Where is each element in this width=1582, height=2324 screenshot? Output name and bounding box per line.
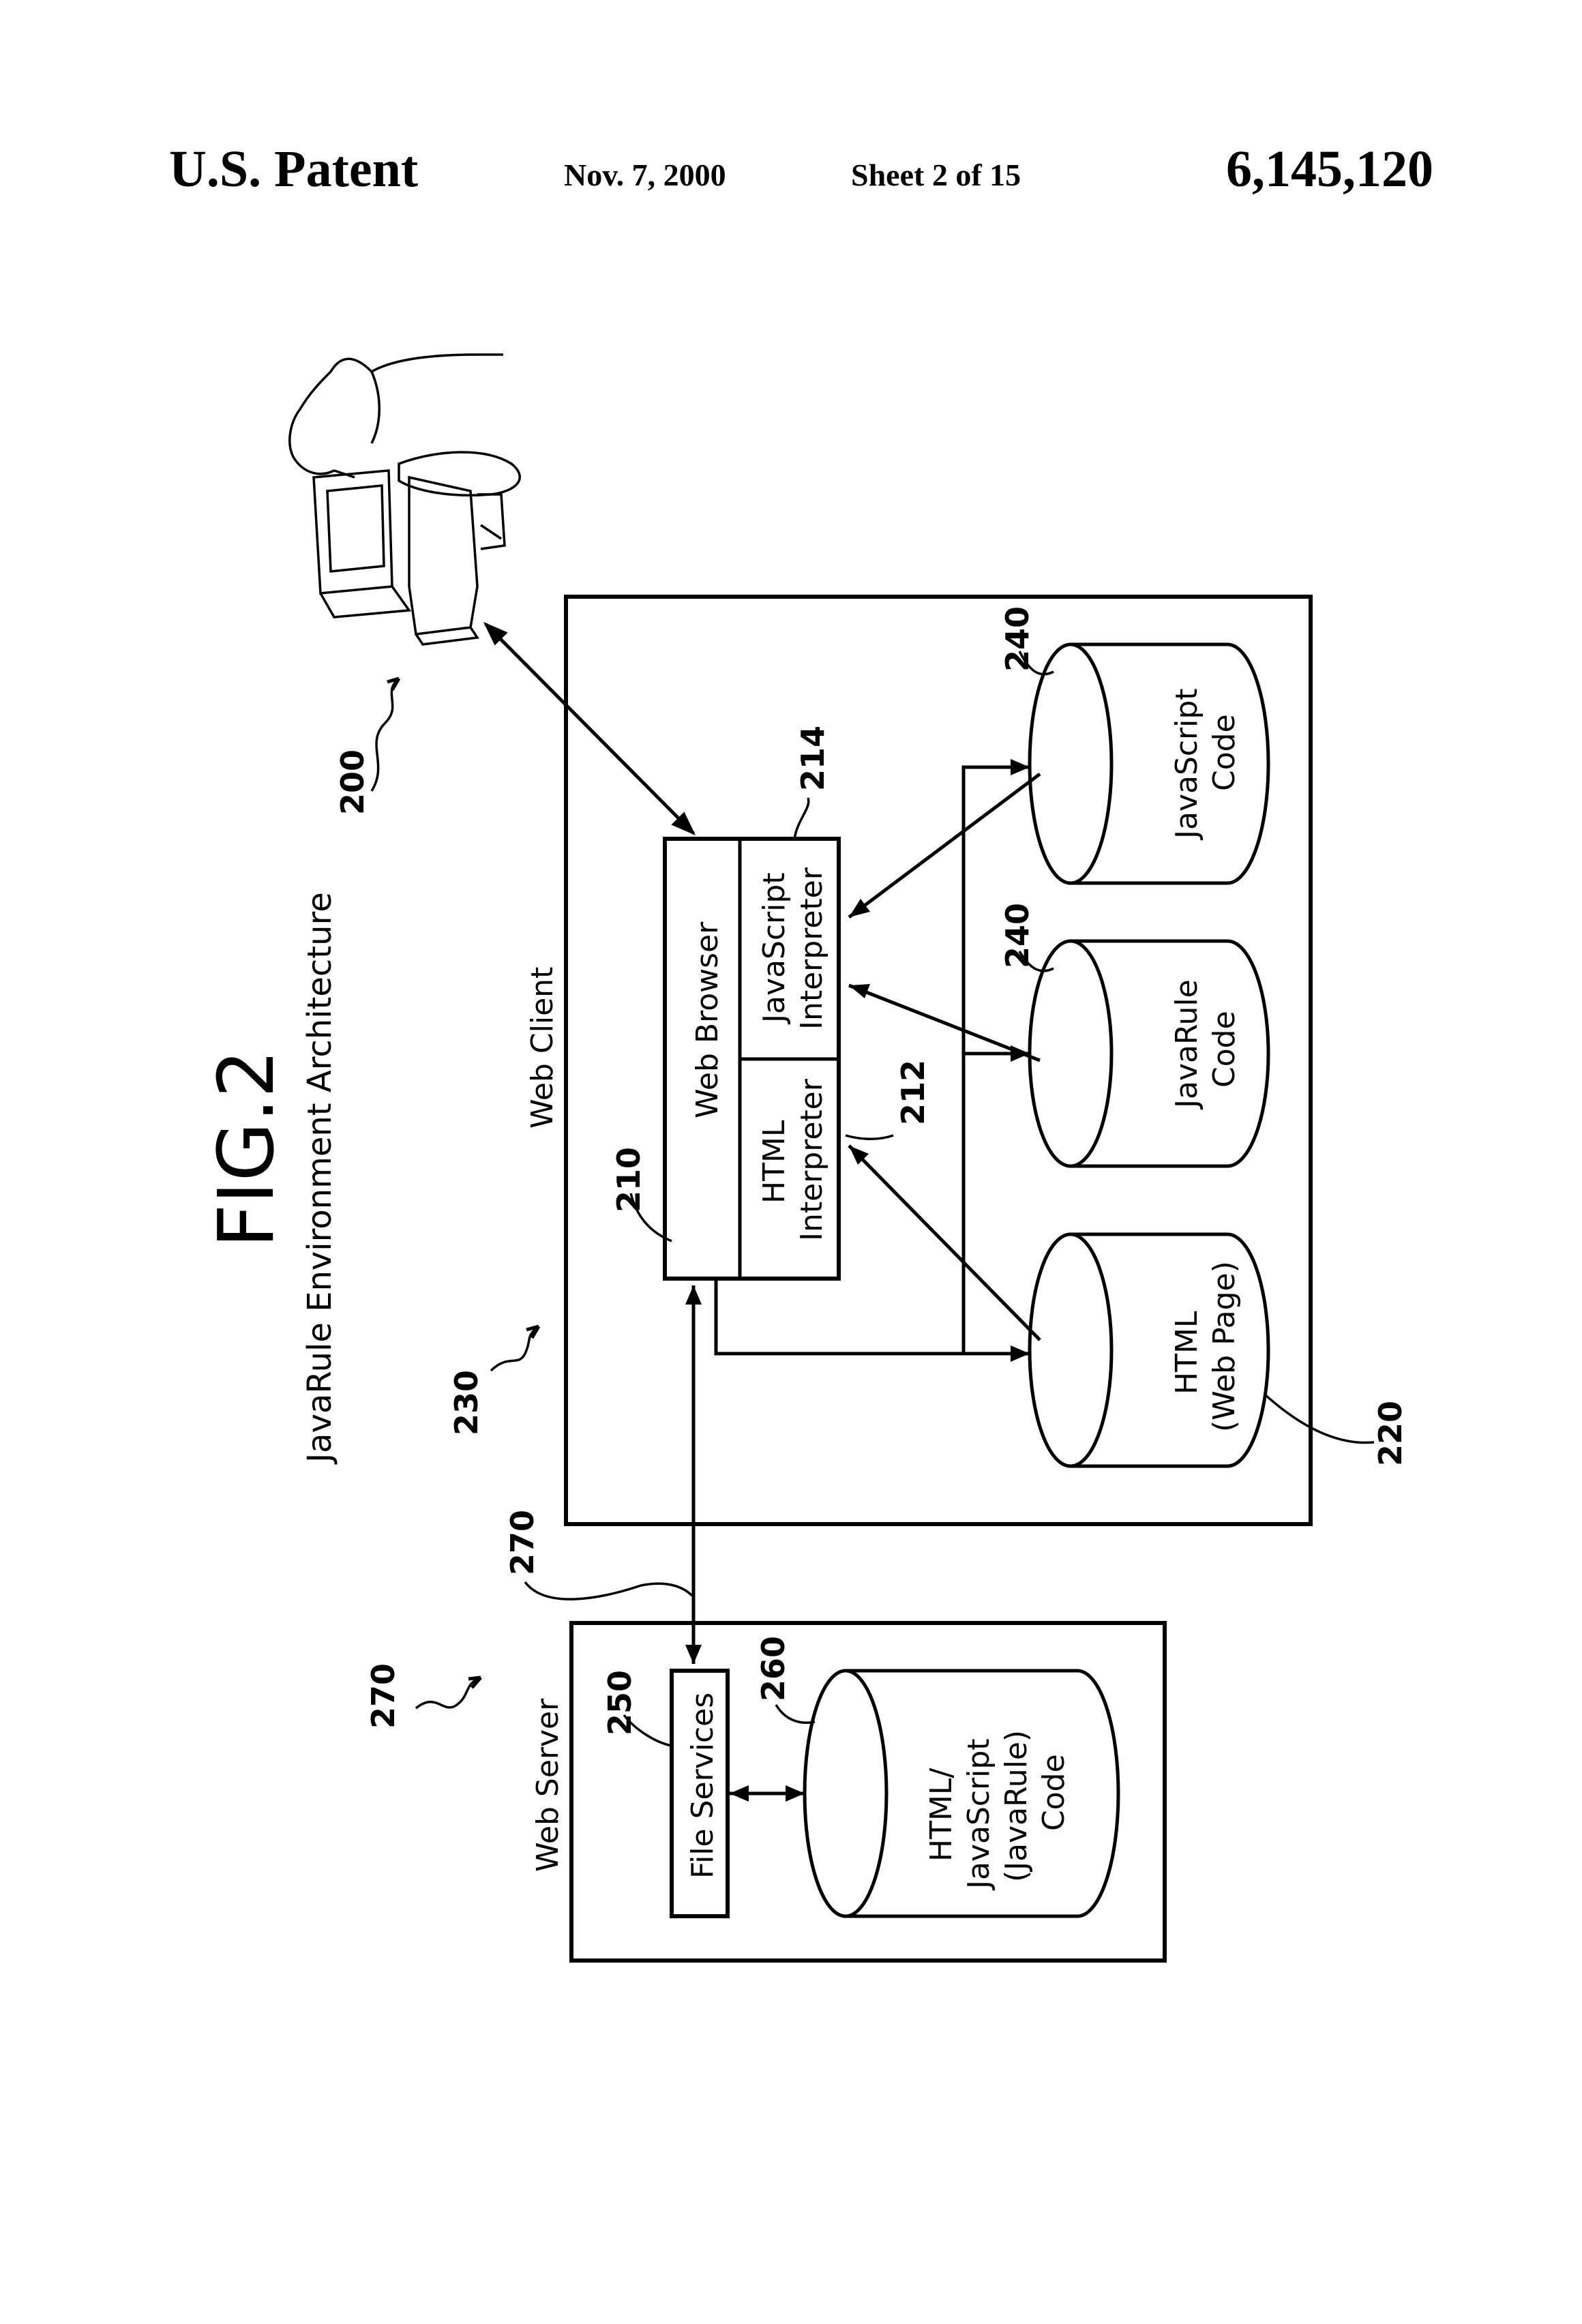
figure-caption: JavaRule Environment Architecture — [301, 892, 339, 1465]
user-workstation-illustration — [290, 355, 520, 644]
javascript-interpreter-label-1: JavaScript — [757, 872, 792, 1025]
ref-240-javarule: 240 — [999, 903, 1036, 968]
html-interpreter-label-2: Interpreter — [794, 1078, 829, 1241]
ref-260: 260 — [755, 1636, 792, 1701]
ref-210: 210 — [610, 1147, 647, 1212]
server-code-label-2: JavaScript — [961, 1738, 996, 1891]
ref-200: 200 — [334, 749, 371, 815]
javarule-code-label-2: Code — [1207, 1011, 1242, 1088]
javascript-code-label-2: Code — [1207, 714, 1242, 791]
ref-230: 230 — [448, 1370, 485, 1435]
ref-214: 214 — [794, 726, 831, 791]
figure-label: FIG.2 — [203, 1049, 291, 1248]
server-code-label-1: HTML/ — [924, 1768, 959, 1862]
server-code-label-3: (JavaRule) — [999, 1730, 1034, 1882]
server-code-label-4: Code — [1036, 1754, 1071, 1831]
ref-240-javascript: 240 — [999, 606, 1036, 672]
javascript-interpreter-label-2: Interpreter — [794, 867, 829, 1030]
javascript-code-label-1: JavaScript — [1169, 688, 1204, 841]
web-server-label: Web Server — [531, 1698, 565, 1872]
ref-270-server: 270 — [365, 1663, 402, 1729]
ref-270-connection: 270 — [504, 1510, 541, 1575]
ref-220: 220 — [1372, 1401, 1409, 1466]
ref-212: 212 — [895, 1060, 931, 1125]
html-page-label-1: HTML — [1169, 1311, 1204, 1395]
web-client-label: Web Client — [525, 967, 560, 1129]
file-services-label: File Services — [685, 1693, 720, 1879]
html-interpreter-label-1: HTML — [757, 1120, 792, 1204]
html-page-label-2: (Web Page) — [1207, 1261, 1242, 1432]
javarule-code-label-1: JavaRule — [1169, 979, 1204, 1110]
web-browser-label: Web Browser — [690, 921, 725, 1118]
